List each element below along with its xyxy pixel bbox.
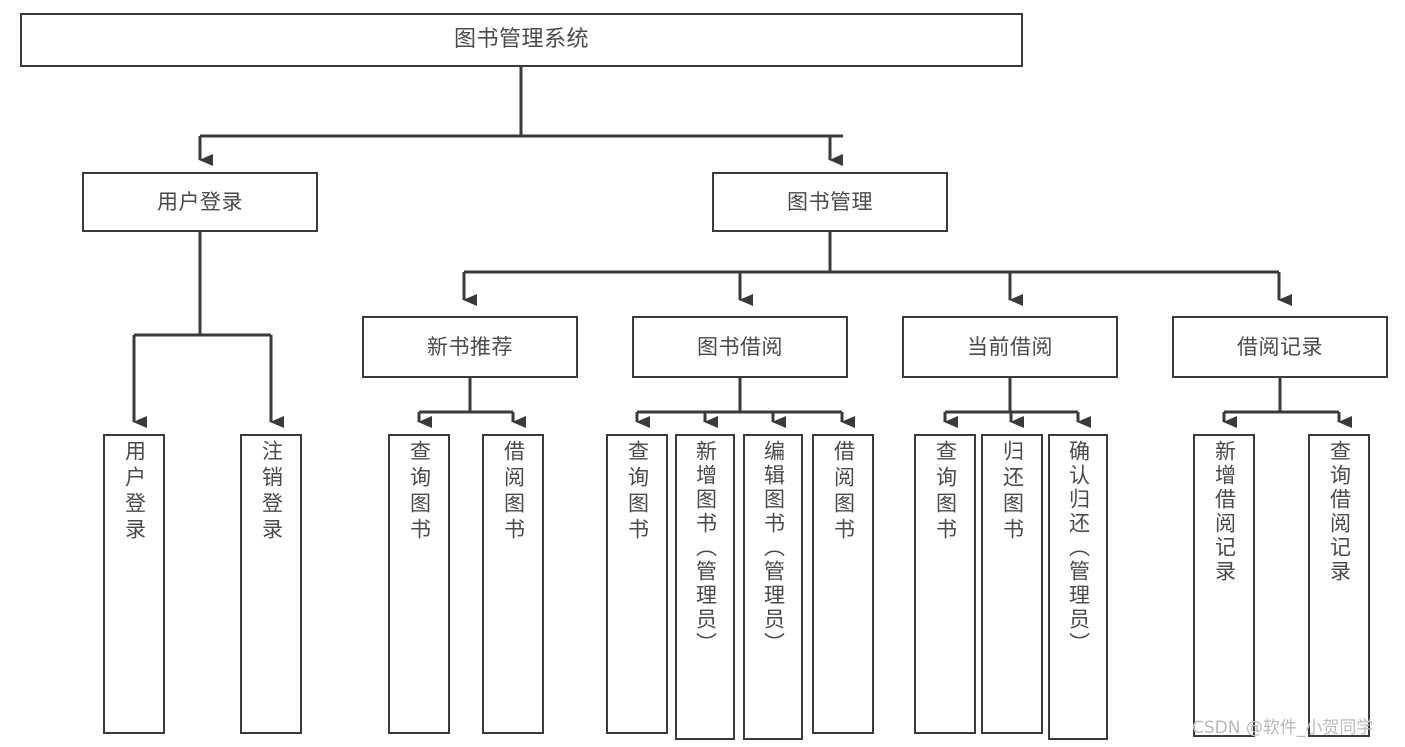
node-book-manage-label: 图书管理 [787, 189, 873, 214]
leaf-confirm-return[interactable]: 确认归还（管理员） [1048, 434, 1108, 740]
leaf-return-book[interactable]: 归还图书 [981, 434, 1043, 734]
leaf-borrow-book-2[interactable]: 借阅图书 [812, 434, 874, 734]
node-new-book-recommend[interactable]: 新书推荐 [362, 316, 578, 378]
node-current-borrow-label: 当前借阅 [967, 334, 1053, 359]
leaf-confirm-return-label: 确认归还（管理员） [1066, 440, 1091, 656]
node-borrow-record[interactable]: 借阅记录 [1172, 316, 1388, 378]
leaf-edit-book-label: 编辑图书（管理员） [761, 440, 786, 656]
node-new-book-recommend-label: 新书推荐 [427, 334, 513, 359]
node-root[interactable]: 图书管理系统 [20, 13, 1023, 67]
leaf-user-logout[interactable]: 注销登录 [240, 434, 302, 734]
leaf-borrow-book-1-label: 借阅图书 [501, 440, 526, 544]
leaf-borrow-book-2-label: 借阅图书 [831, 440, 856, 544]
node-book-borrow-label: 图书借阅 [697, 334, 783, 359]
leaf-user-logout-label: 注销登录 [259, 440, 284, 544]
leaf-edit-book[interactable]: 编辑图书（管理员） [743, 434, 803, 740]
leaf-user-login[interactable]: 用户登录 [103, 434, 165, 734]
node-current-borrow[interactable]: 当前借阅 [902, 316, 1118, 378]
node-book-borrow[interactable]: 图书借阅 [632, 316, 848, 378]
leaf-add-book[interactable]: 新增图书（管理员） [675, 434, 735, 740]
node-book-manage[interactable]: 图书管理 [712, 172, 948, 232]
node-root-label: 图书管理系统 [453, 27, 589, 53]
leaf-add-record-label: 新增借阅记录 [1212, 440, 1237, 584]
leaf-user-login-label: 用户登录 [122, 440, 147, 544]
leaf-borrow-book-1[interactable]: 借阅图书 [482, 434, 544, 734]
node-user-login[interactable]: 用户登录 [82, 172, 318, 232]
watermark-text: CSDN @软件_小贺同学 [1192, 718, 1374, 738]
leaf-add-book-label: 新增图书（管理员） [693, 440, 718, 656]
leaf-return-book-label: 归还图书 [1000, 440, 1025, 544]
leaf-query-record-label: 查询借阅记录 [1327, 440, 1352, 584]
node-user-login-label: 用户登录 [157, 189, 243, 214]
leaf-query-book-1[interactable]: 查询图书 [388, 434, 450, 734]
node-borrow-record-label: 借阅记录 [1237, 334, 1323, 359]
leaf-query-book-1-label: 查询图书 [407, 440, 432, 544]
leaf-add-record[interactable]: 新增借阅记录 [1193, 434, 1255, 737]
leaf-query-book-3-label: 查询图书 [933, 440, 958, 544]
leaf-query-book-2[interactable]: 查询图书 [606, 434, 668, 734]
leaf-query-book-2-label: 查询图书 [625, 440, 650, 544]
leaf-query-record[interactable]: 查询借阅记录 [1308, 434, 1370, 737]
leaf-query-book-3[interactable]: 查询图书 [914, 434, 976, 734]
